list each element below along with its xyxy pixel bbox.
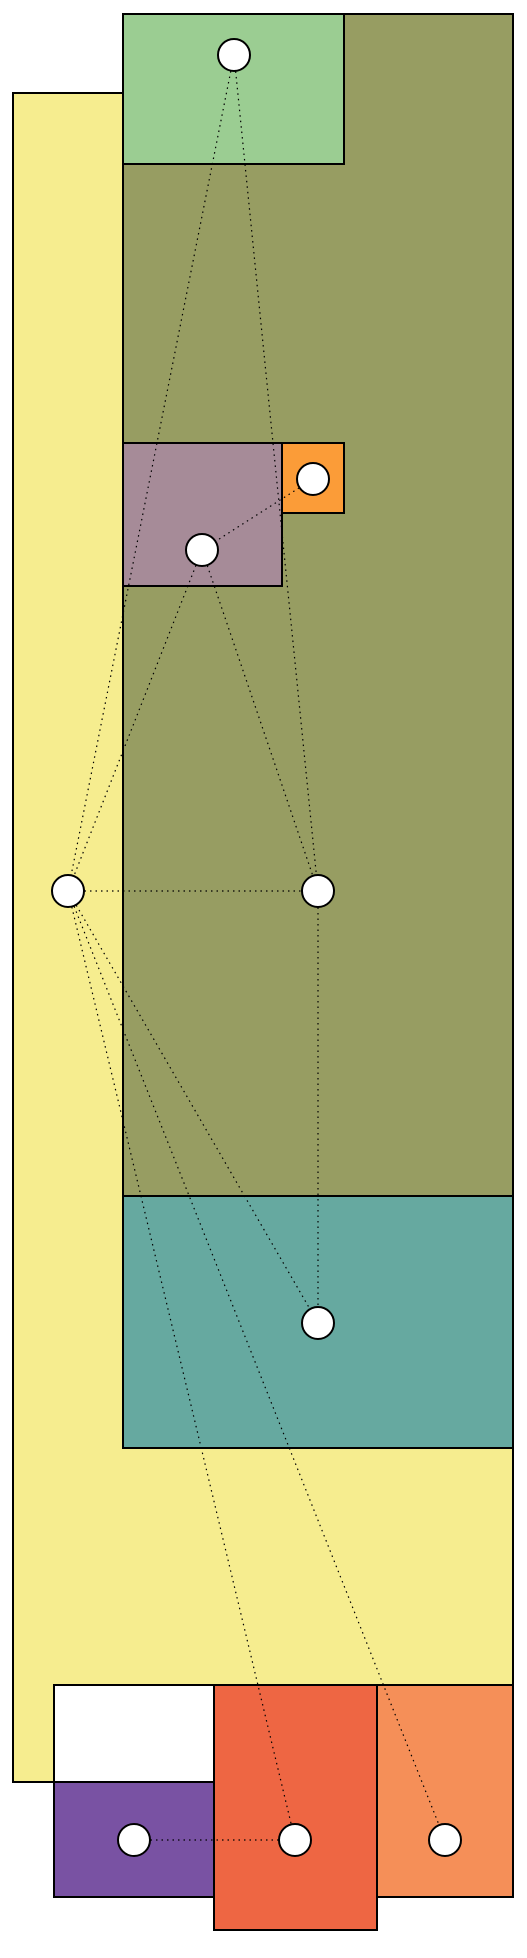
- node-teal: [301, 1306, 335, 1340]
- region-light-orange: [376, 1684, 514, 1898]
- node-left: [51, 874, 85, 908]
- node-light-orange: [428, 1823, 462, 1857]
- regions-layer: [12, 13, 514, 1931]
- nodes-layer: [51, 38, 462, 1857]
- node-purple: [117, 1823, 151, 1857]
- edge-n-left-to-n-teal: [67, 890, 319, 1324]
- region-green: [122, 13, 345, 165]
- edge-n-mauve-to-n-left: [67, 549, 203, 892]
- node-green: [217, 38, 251, 72]
- node-mauve: [185, 533, 219, 567]
- node-center: [301, 874, 335, 908]
- edge-n-green-to-n-left: [67, 54, 235, 892]
- node-orange: [296, 462, 330, 496]
- edges-layer: [67, 54, 446, 1841]
- region-mauve: [122, 442, 283, 587]
- region-red: [213, 1684, 378, 1931]
- node-red: [278, 1823, 312, 1857]
